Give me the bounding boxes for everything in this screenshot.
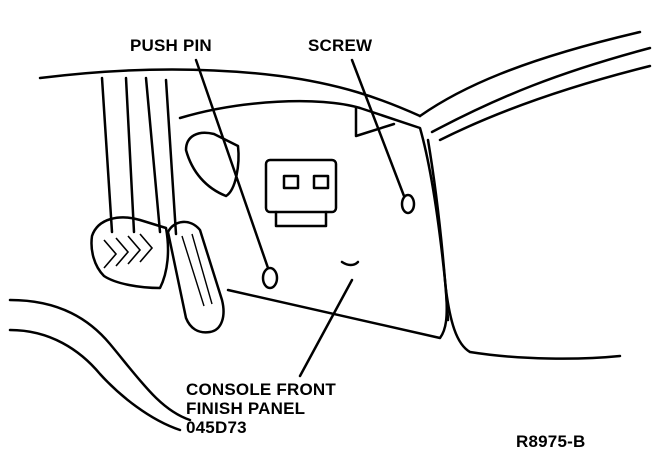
windshield-pillar-inner (430, 46, 652, 134)
brake-pedal-arm (100, 76, 136, 234)
dashboard-edge (38, 68, 422, 118)
vent-opening (184, 131, 240, 198)
push-pin-label: PUSH PIN (130, 36, 212, 55)
accelerator-pedal (166, 220, 225, 334)
console-label-line-1: CONSOLE FRONT (186, 380, 336, 399)
screw-label: SCREW (308, 36, 373, 55)
figure-code: R8975-B (516, 432, 586, 451)
connector-pin-left (282, 174, 300, 190)
connector-base (274, 210, 328, 228)
screw-leader (350, 58, 406, 198)
brake-tread (103, 233, 154, 269)
floor-contour-1 (8, 298, 192, 422)
push-pin-hole (261, 266, 279, 290)
screw-hole (400, 193, 416, 215)
side-trim (444, 288, 622, 360)
accelerator-ribs (181, 233, 213, 307)
side-trim-inner (426, 138, 450, 322)
console-hook (340, 260, 360, 267)
console-leader (298, 278, 354, 378)
connector-body (264, 158, 338, 214)
upper-recess (354, 106, 396, 138)
connector-pin-right (312, 174, 330, 190)
windshield-pillar-edge (438, 64, 652, 142)
brake-pedal-pad (90, 216, 170, 290)
windshield-pillar (418, 30, 642, 118)
floor-contour-2 (8, 328, 182, 432)
console-label-line-2: FINISH PANEL (186, 399, 306, 418)
accelerator-arm (144, 76, 178, 236)
console-label-line-3: 045D73 (186, 418, 247, 437)
console-panel-label: CONSOLE FRONT FINISH PANEL 045D73 (186, 380, 336, 437)
push-pin-leader (194, 58, 270, 270)
